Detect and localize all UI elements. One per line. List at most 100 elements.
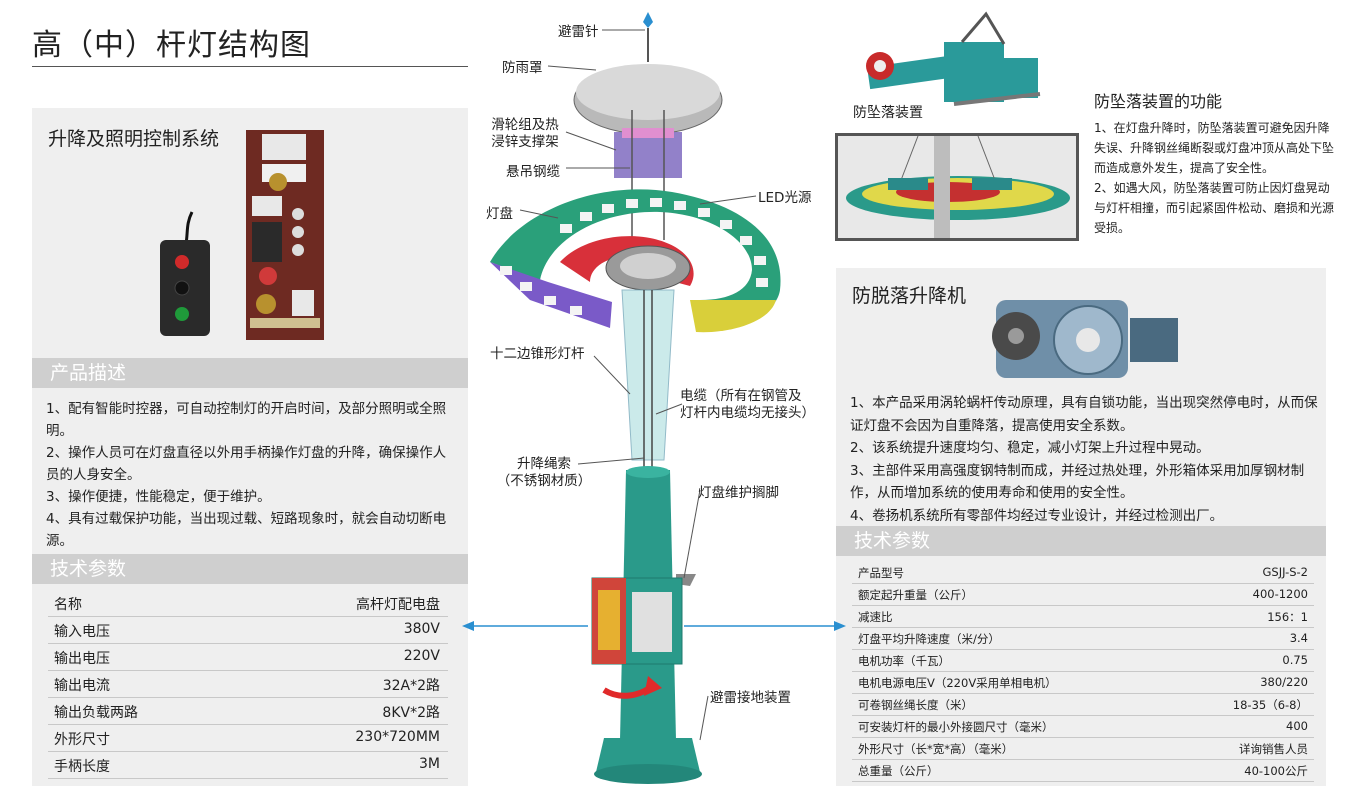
spec-value: 400 [1286, 719, 1308, 733]
lift-spec-row: 可安装灯杆的最小外接圆尺寸（毫米） 400 [852, 716, 1314, 738]
suspension-cable-label: 悬吊钢缆 [506, 164, 560, 180]
pulley-label: 滑轮组及热 浸锌支撑架 [491, 117, 559, 150]
lift-spec-row: 灯盘平均升降速度（米/分） 3.4 [852, 628, 1314, 650]
spec-row: 输入电压 380V [48, 617, 448, 644]
pole-base [596, 738, 700, 772]
pulley-frame [614, 132, 682, 178]
lift-spec-header: 技术参数 [836, 526, 1326, 556]
spec-row: 输出负载两路 8KV*2路 [48, 698, 448, 725]
black-button-icon [174, 280, 190, 296]
lift-spec-row: 产品型号 GSJJ-S-2 [852, 562, 1314, 584]
page-title: 高（中）杆灯结构图 [32, 28, 311, 63]
spec-value: 380V [403, 621, 440, 637]
spec-key: 外形尺寸（长*宽*高）（毫米） [858, 742, 1014, 756]
spec-row: 输出电压 220V [48, 644, 448, 671]
anti-fall-detail-box [835, 133, 1079, 241]
lift-desc-item: 1、本产品采用涡轮蜗杆传动原理，具有自锁功能，当出现突然停电时，从而保证灯盘不会… [850, 395, 1318, 434]
spec-key: 输出负载两路 [54, 705, 138, 721]
spec-key: 可安装灯杆的最小外接圆尺寸（毫米） [858, 720, 1054, 734]
spec-value: 380/220 [1260, 675, 1308, 689]
lift-desc-item: 4、卷扬机系统所有零部件均经过专业设计，并经过检测出厂。 [850, 507, 1224, 524]
left-arrow-icon [462, 621, 474, 631]
spec-key: 可卷钢丝绳长度（米） [858, 698, 973, 712]
cable-note-label: 电缆（所有在钢管及 灯杆内电缆均无接头） [680, 388, 815, 421]
maintenance-bracket-label: 灯盘维护搁脚 [698, 485, 779, 501]
description-item: 3、操作便捷，性能稳定，便于维护。 [46, 489, 271, 505]
anti-fall-label: 防坠落装置 [853, 105, 923, 121]
spec-value: 18-35（6-8） [1232, 698, 1308, 712]
spec-key: 电机电源电压V（220V采用单相电机） [858, 676, 1057, 690]
spec-value: 3.4 [1289, 631, 1308, 645]
lift-spec-row: 电机电源电压V（220V采用单相电机） 380/220 [852, 672, 1314, 694]
spec-value: 详询销售人员 [1239, 742, 1308, 756]
spec-row: 名称高杆灯配电盘 [48, 590, 448, 617]
lightning-rod-tip [643, 12, 653, 28]
conical-pole [621, 289, 675, 461]
function-item: 1、在灯盘升降时，防坠落装置可避免因升降失误、升降钢丝绳断裂或灯盘冲顶从高处下坠… [1094, 121, 1335, 175]
description-item: 2、操作人员可在灯盘直径以外用手柄操作灯盘的升降，确保操作人员的人身安全。 [46, 445, 447, 483]
spec-key: 总重量（公斤） [858, 764, 939, 778]
lift-spec-row: 外形尺寸（长*宽*高）（毫米） 详询销售人员 [852, 738, 1314, 760]
product-description-header: 产品描述 [32, 358, 468, 388]
spec-key: 产品型号 [858, 566, 904, 580]
product-description: 1、配有智能时控器，可自动控制灯的开启时间，及部分照明或全照明。 2、操作人员可… [46, 398, 456, 552]
spec-value: 高杆灯配电盘 [356, 597, 440, 613]
lift-spec-row: 电机功率（千瓦） 0.75 [852, 650, 1314, 672]
spec-value: 32A*2路 [382, 678, 440, 694]
right-arrow-icon [834, 621, 846, 631]
green-button-icon [175, 307, 189, 321]
spec-row: 外形尺寸 230*720MM [48, 725, 448, 752]
spec-key: 减速比 [858, 610, 893, 624]
spec-value: 40-100公斤 [1244, 764, 1308, 778]
description-item: 1、配有智能时控器，可自动控制灯的开启时间，及部分照明或全照明。 [46, 401, 447, 439]
lamp-panel-label: 灯盘 [486, 206, 513, 222]
lift-desc-item: 2、该系统提升速度均匀、稳定，减小灯架上升过程中晃动。 [850, 440, 1210, 456]
function-item: 2、如遇大风，防坠落装置可防止因灯盘晃动与灯杆相撞，而引起紧固件松动、磨损和光源… [1094, 181, 1335, 235]
spec-value: 230*720MM [355, 729, 440, 745]
spec-key: 灯盘平均升降速度（米/分） [858, 632, 1000, 646]
lift-desc-item: 3、主部件采用高强度钢特制而成，并经过热处理，外形箱体采用加厚钢材制作，从而增加… [850, 462, 1305, 502]
spec-value: 156：1 [1267, 610, 1308, 624]
spec-row: 输出电流 32A*2路 [48, 671, 448, 698]
spec-key: 额定起升重量（公斤） [858, 588, 973, 602]
spec-value: 220V [403, 648, 440, 664]
lift-spec-row: 减速比 156：1 [852, 606, 1314, 628]
spec-key: 电机功率（千瓦） [858, 654, 950, 668]
description-item: 4、具有过载保护功能，当出现过载、短路现象时，就会自动切断电源。 [46, 511, 447, 549]
spec-value: 8KV*2路 [382, 705, 440, 721]
lift-title: 防脱落升降机 [852, 285, 967, 307]
lamp-panel-yellow [690, 300, 776, 333]
tech-spec-header: 技术参数 [32, 554, 468, 584]
spec-key: 手柄长度 [54, 759, 110, 775]
control-system-title: 升降及照明控制系统 [48, 128, 220, 150]
spec-row: 手柄长度 3M [48, 752, 448, 779]
spec-key: 输出电流 [54, 678, 110, 694]
anti-fall-plate [944, 42, 1004, 102]
anti-fall-detail-image [846, 136, 1070, 238]
rain-cover-label: 防雨罩 [502, 60, 543, 76]
spec-key: 输入电压 [54, 624, 110, 640]
spec-value: GSJJ-S-2 [1262, 565, 1308, 579]
spec-key: 输出电压 [54, 651, 110, 667]
pole-label: 十二边锥形灯杆 [490, 346, 585, 362]
lift-spec-row: 可卷钢丝绳长度（米） 18-35（6-8） [852, 694, 1314, 716]
anti-fall-function-list: 1、在灯盘升降时，防坠落装置可避免因升降失误、升降钢丝绳断裂或灯盘冲顶从高处下坠… [1094, 118, 1334, 238]
red-button-icon [175, 255, 189, 269]
spec-key: 外形尺寸 [54, 732, 110, 748]
lightning-rod-label: 避雷针 [558, 24, 599, 40]
lift-rope-label: 升降绳索 （不锈钢材质） [496, 456, 592, 489]
title-divider [32, 66, 468, 67]
lift-spec-row: 额定起升重量（公斤） 400-1200 [852, 584, 1314, 606]
grounding-label: 避雷接地装置 [710, 690, 791, 706]
anti-fall-function-title: 防坠落装置的功能 [1094, 92, 1223, 111]
lift-spec-row: 总重量（公斤） 40-100公斤 [852, 760, 1314, 782]
led-source-label: LED光源 [758, 190, 812, 206]
spec-value: 3M [419, 756, 440, 772]
lift-description: 1、本产品采用涡轮蜗杆传动原理，具有自锁功能，当出现突然停电时，从而保证灯盘不会… [850, 392, 1320, 527]
spec-value: 400-1200 [1252, 587, 1308, 601]
spec-value: 0.75 [1282, 653, 1308, 667]
